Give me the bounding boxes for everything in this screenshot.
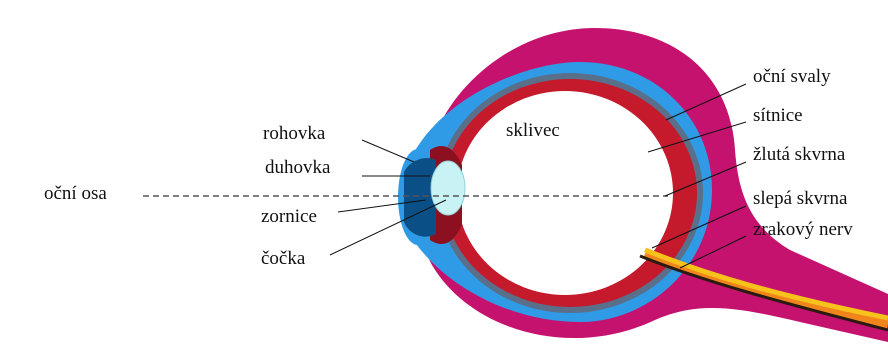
label-zluta-skvrna: žlutá skvrna xyxy=(753,144,846,165)
label-zornice: zornice xyxy=(261,206,317,227)
eye-lens xyxy=(431,161,465,215)
label-duhovka: duhovka xyxy=(265,157,331,178)
label-rohovka: rohovka xyxy=(263,123,326,144)
label-ocni-osa: oční osa xyxy=(44,183,107,204)
label-sitnice: sítnice xyxy=(753,105,803,126)
leader-rohovka xyxy=(362,140,414,162)
label-cocka: čočka xyxy=(261,248,306,269)
label-sklivec: sklivec xyxy=(506,120,560,141)
eye-iris xyxy=(404,158,436,237)
eye-vitreous xyxy=(457,91,673,295)
label-zrakovy-nerv: zrakový nerv xyxy=(753,219,853,240)
label-slepa-skvrna: slepá skvrna xyxy=(753,188,848,209)
label-ocni-svaly: oční svaly xyxy=(753,66,831,87)
